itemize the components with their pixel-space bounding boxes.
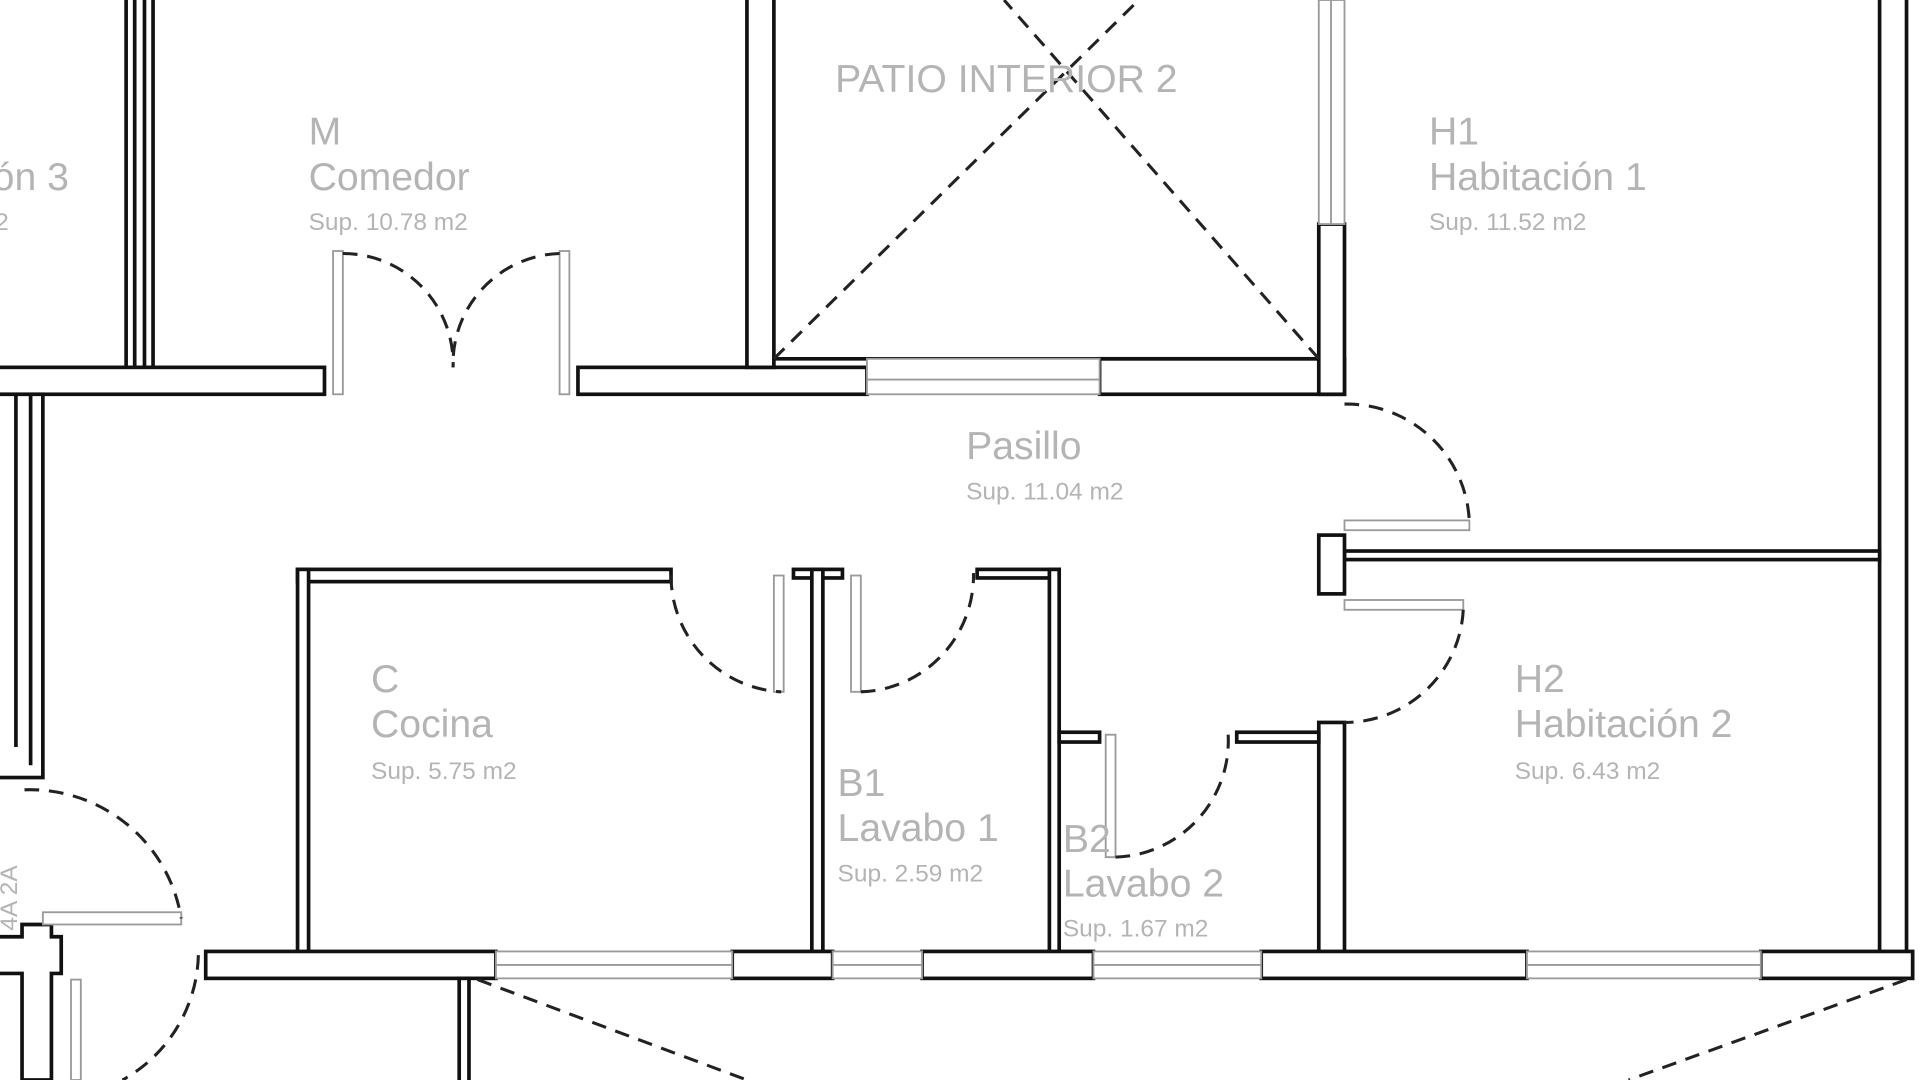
h1-name: Habitación 1	[1429, 156, 1647, 199]
void-markers	[477, 0, 1908, 1080]
h1-area: Sup. 11.52 m2	[1429, 209, 1586, 236]
partial-rotated-label: 4A 2A	[0, 865, 23, 931]
b2-area: Sup. 1.67 m2	[1063, 916, 1209, 943]
b1-code: B1	[838, 762, 886, 805]
cocina-code: C	[371, 658, 399, 701]
comedor-area: Sup. 10.78 m2	[309, 209, 468, 236]
h2-code: H2	[1515, 658, 1565, 701]
partial-room-name: ón 3	[0, 156, 69, 199]
comedor-code: M	[309, 110, 342, 153]
room-labels: ón 3 2 4A 2A M Comedor Sup. 10.78 m2 PAT…	[0, 58, 1732, 943]
cocina-area: Sup. 5.75 m2	[371, 758, 517, 785]
comedor-name: Comedor	[309, 156, 470, 199]
b1-area: Sup. 2.59 m2	[838, 861, 984, 888]
h1-code: H1	[1429, 110, 1479, 153]
h2-area: Sup. 6.43 m2	[1515, 758, 1661, 785]
partial-room-area: 2	[0, 209, 9, 236]
patio-name: PATIO INTERIOR 2	[835, 58, 1177, 101]
pasillo-area: Sup. 11.04 m2	[966, 479, 1123, 506]
cocina-name: Cocina	[371, 703, 493, 746]
h2-name: Habitación 2	[1515, 703, 1733, 746]
windows	[70, 0, 1762, 1080]
b2-code: B2	[1063, 818, 1111, 861]
doors[interactable]	[24, 250, 1471, 1080]
b1-name: Lavabo 1	[838, 807, 999, 850]
b2-name: Lavabo 2	[1063, 862, 1224, 905]
pasillo-name: Pasillo	[966, 425, 1081, 468]
